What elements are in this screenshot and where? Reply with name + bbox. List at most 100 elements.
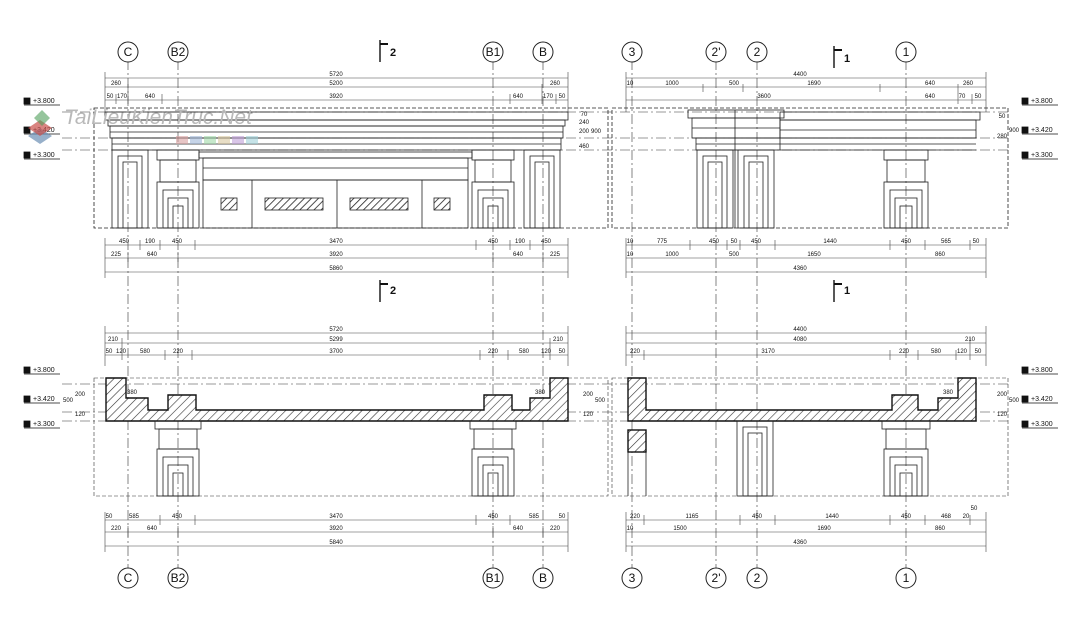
level-label: +3.420 — [1031, 127, 1053, 134]
dim-text: 3470 — [329, 239, 343, 245]
dim-text: 3470 — [329, 514, 343, 520]
dim-text: 1165 — [686, 514, 700, 520]
grid-label: 2 — [754, 571, 761, 585]
dim-text: 200 — [583, 392, 594, 398]
dim-text: 120 — [957, 349, 968, 355]
dim-text: 50 — [999, 114, 1006, 120]
dim-text: 5860 — [329, 266, 343, 272]
dim-text: 220 — [630, 349, 641, 355]
level-markers — [23, 97, 1058, 429]
dim-text: 775 — [657, 239, 668, 245]
dim-text: 50 — [106, 514, 113, 520]
dim-text: 225 — [550, 252, 561, 258]
dim-text: 640 — [925, 81, 936, 87]
dim-text: 860 — [935, 252, 946, 258]
dim-text: 4360 — [793, 266, 807, 272]
dim-text: 5720 — [329, 327, 343, 333]
watermark: TaiLieuKienTruc.Net — [24, 106, 284, 152]
dim-text: 450 — [172, 514, 183, 520]
dim-text: 4400 — [793, 72, 807, 78]
dim-text: 200 — [997, 392, 1008, 398]
section-right-columns — [627, 420, 931, 497]
dim-text: 580 — [519, 349, 530, 355]
grid-label: 2' — [712, 571, 721, 585]
dim-text: 10 — [627, 252, 634, 258]
grid-bubbles — [117, 41, 917, 589]
dim-text: 10 — [627, 526, 634, 532]
dim-text: 210 — [965, 337, 976, 343]
dim-text: 1000 — [665, 252, 679, 258]
dim-text: 210 — [553, 337, 564, 343]
dim-text: 500 — [595, 398, 606, 404]
dim-text: 200 — [579, 129, 590, 135]
section-right — [611, 377, 1009, 497]
watermark-text: TaiLieuKienTruc.Net — [64, 106, 252, 129]
dim-text: 580 — [140, 349, 151, 355]
dim-text: 1650 — [807, 252, 821, 258]
dim-text: 70 — [581, 112, 588, 118]
grid-label: 2' — [712, 45, 721, 59]
section-label: 2 — [390, 47, 396, 59]
section-left-columns — [154, 420, 517, 497]
dim-text: 450 — [709, 239, 720, 245]
dim-text: 225 — [111, 252, 122, 258]
grid-label: B1 — [486, 571, 501, 585]
dim-text: 120 — [75, 412, 86, 418]
dim-text: 170 — [543, 94, 554, 100]
logo-icon — [28, 110, 52, 144]
dim-text: 50 — [973, 239, 980, 245]
grid-label: C — [124, 571, 133, 585]
dim-text: 5720 — [329, 72, 343, 78]
dim-text: 70 — [959, 94, 966, 100]
grid-label: C — [124, 45, 133, 59]
dim-text: 640 — [513, 94, 524, 100]
dim-text: 450 — [488, 239, 499, 245]
dim-text: 50 — [731, 239, 738, 245]
dim-text: 585 — [529, 514, 540, 520]
dim-text: 4080 — [793, 337, 807, 343]
dim-text: 3170 — [761, 349, 775, 355]
dim-text: 468 — [941, 514, 952, 520]
grid-label: 1 — [903, 571, 910, 585]
dim-text: 640 — [513, 526, 524, 532]
watermark-strip — [176, 136, 258, 144]
dim-text: 220 — [899, 349, 910, 355]
dim-text: 500 — [729, 81, 740, 87]
dim-text: 190 — [145, 239, 156, 245]
dim-text: 900 — [1009, 128, 1020, 134]
dim-text: 3920 — [329, 526, 343, 532]
dim-text: 260 — [111, 81, 122, 87]
section-label: 1 — [844, 285, 850, 297]
dim-text: 120 — [997, 412, 1008, 418]
dim-text: 450 — [751, 239, 762, 245]
grid-label: 3 — [629, 571, 636, 585]
dim-text: 280 — [997, 134, 1008, 140]
dim-text: 50 — [559, 94, 566, 100]
section-label: 1 — [844, 53, 850, 65]
dim-text: 120 — [541, 349, 552, 355]
level-label: +3.800 — [1031, 98, 1053, 105]
dim-text: 380 — [943, 390, 954, 396]
dim-text: 450 — [119, 239, 130, 245]
section-label: 2 — [390, 285, 396, 297]
dim-text: 1690 — [807, 81, 821, 87]
dim-text: 1690 — [817, 526, 831, 532]
dim-text: 210 — [108, 337, 119, 343]
dimension-lines — [104, 72, 987, 552]
dim-text: 3700 — [329, 349, 343, 355]
dim-text: 3600 — [757, 94, 771, 100]
dim-text: 190 — [515, 239, 526, 245]
dim-text: 1440 — [825, 514, 839, 520]
dim-text: 640 — [147, 526, 158, 532]
dim-text: 3920 — [329, 252, 343, 258]
dim-text: 50 — [107, 94, 114, 100]
level-label: +3.800 — [1031, 367, 1053, 374]
dim-text: 450 — [172, 239, 183, 245]
dim-text: 5299 — [329, 337, 343, 343]
grid-label: B2 — [171, 45, 186, 59]
dim-text: 640 — [513, 252, 524, 258]
dim-text: 3920 — [329, 94, 343, 100]
grid-label: B — [539, 571, 547, 585]
dim-text: 450 — [541, 239, 552, 245]
